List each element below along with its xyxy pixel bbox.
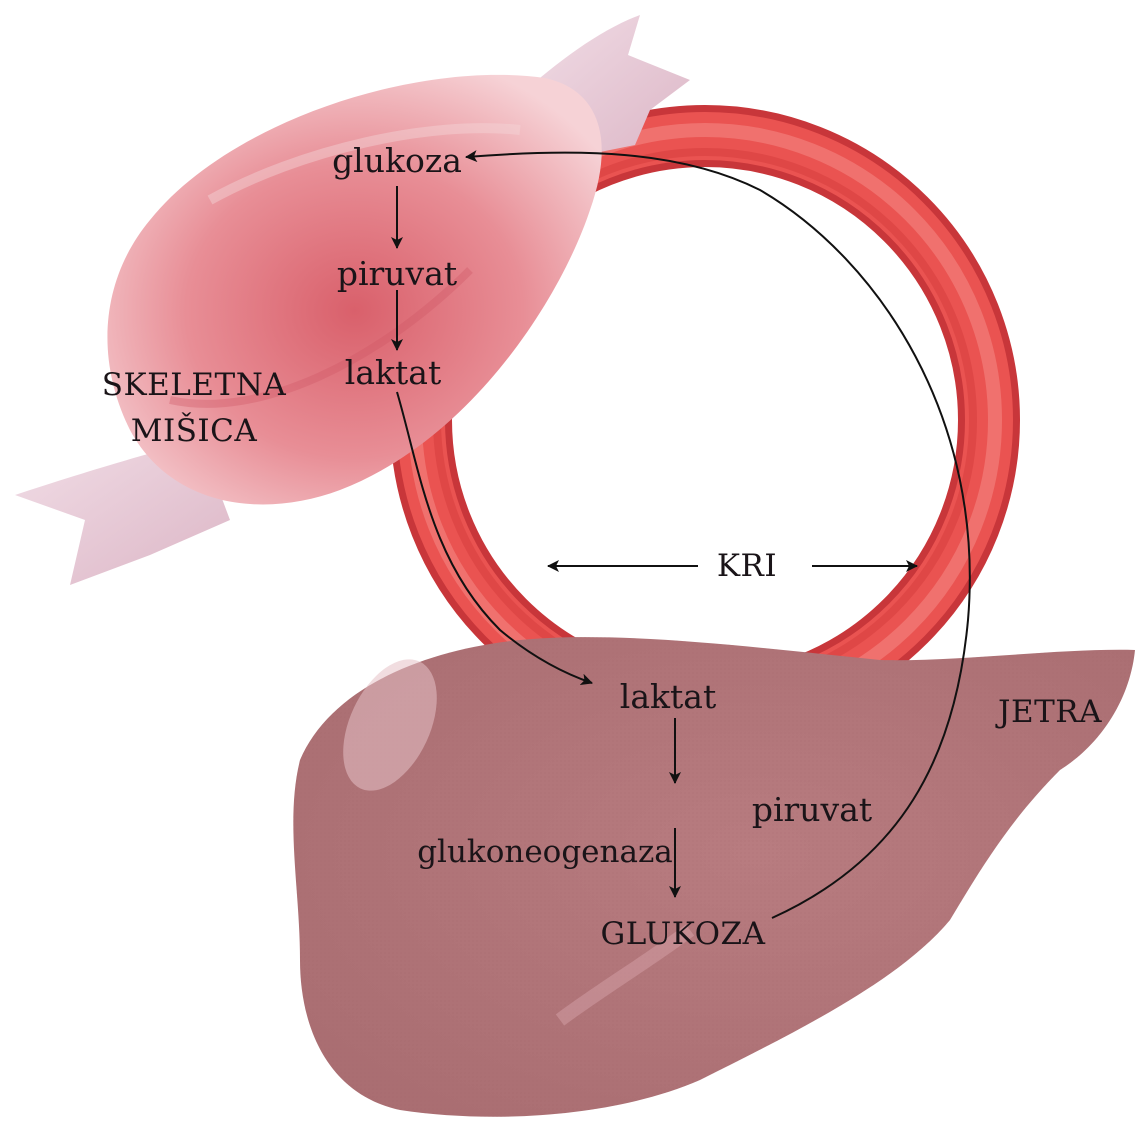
skeletal-muscle: [15, 15, 690, 585]
liver-title: JETRA: [995, 694, 1102, 730]
muscle-pyruvate-label: piruvat: [337, 254, 457, 293]
blood-label: KRI: [717, 548, 777, 584]
muscle-title-line1: SKELETNA: [102, 367, 287, 403]
gluconeogenesis-label: glukoneogenaza: [417, 834, 673, 870]
muscle-title-line2: MIŠICA: [131, 411, 258, 449]
liver-pyruvate-label: piruvat: [752, 790, 872, 829]
liver-glucose-label: GLUKOZA: [601, 916, 766, 952]
muscle-glucose-label: glukoza: [332, 141, 462, 180]
liver-lactate-label: laktat: [620, 677, 716, 716]
muscle-lactate-label: laktat: [345, 353, 441, 392]
